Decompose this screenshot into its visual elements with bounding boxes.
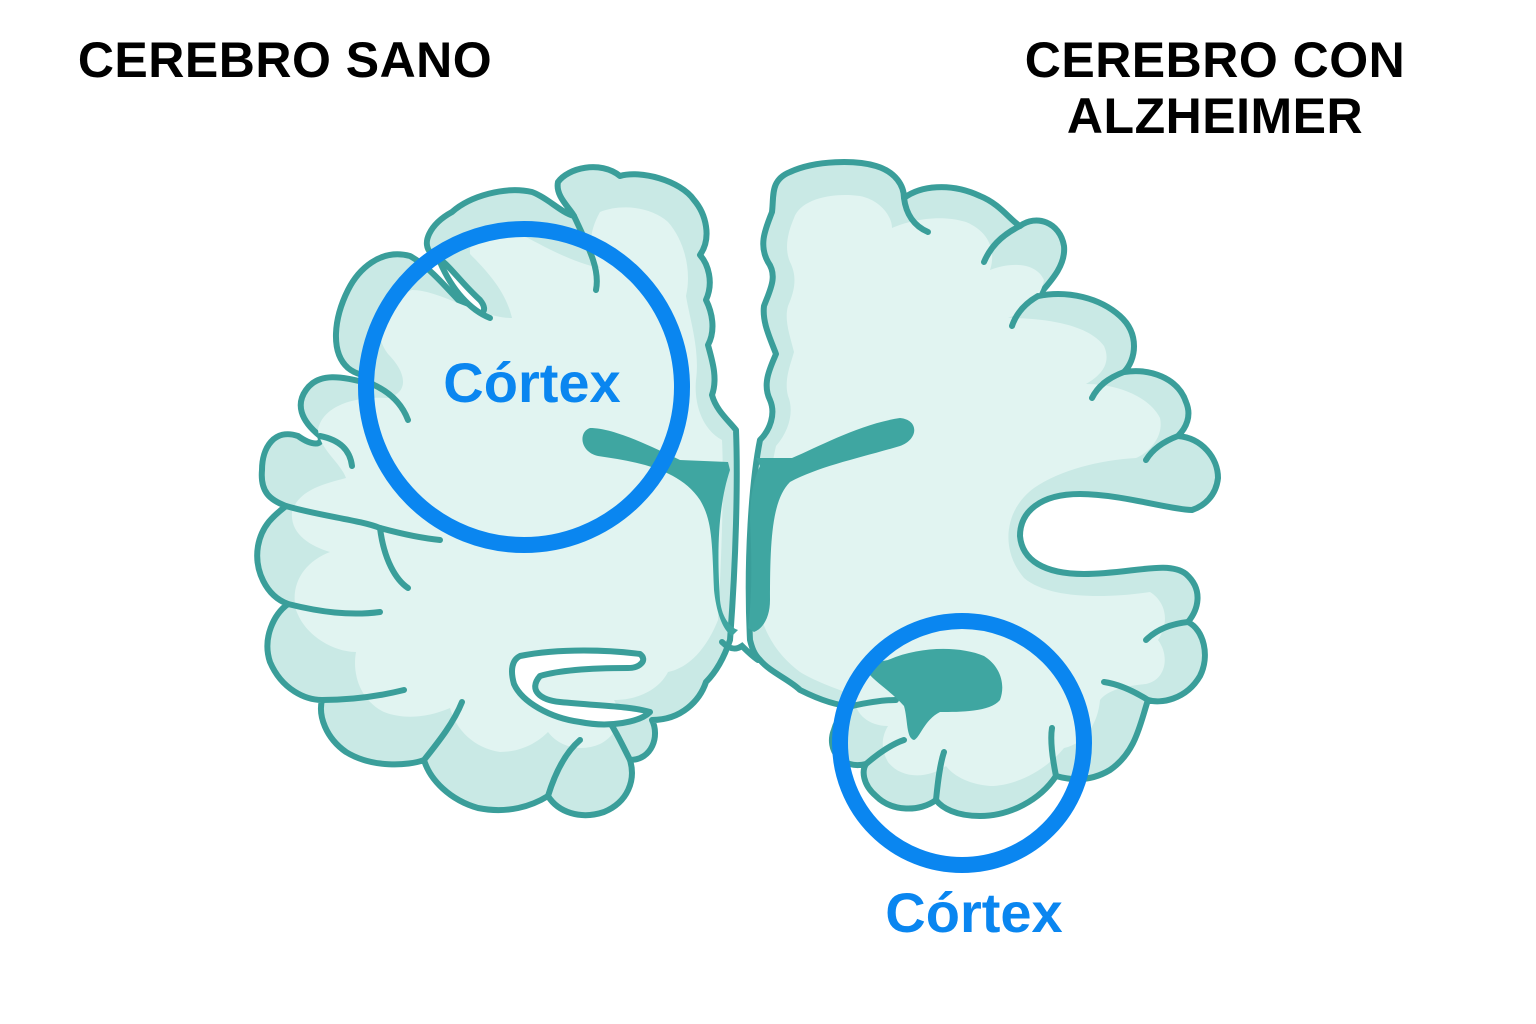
- alzheimer-sulci: [849, 195, 1191, 803]
- alzheimer-hemisphere: [745, 159, 1221, 819]
- cortex-label-healthy: Córtex: [443, 351, 620, 414]
- alzheimer-white-matter: [762, 194, 1165, 786]
- cortex-highlight-circle-alzheimer: [832, 613, 1092, 873]
- healthy-sulci: [283, 213, 633, 799]
- cortex-label-alzheimer: Córtex: [885, 881, 1062, 944]
- alzheimer-enlarged-ventricle: [866, 648, 1003, 740]
- alzheimer-ventricle: [748, 418, 915, 632]
- healthy-white-matter: [291, 207, 723, 752]
- healthy-hemisphere: [254, 164, 740, 819]
- healthy-ventricle: [582, 428, 738, 636]
- title-healthy-brain: CEREBRO SANO: [77, 32, 493, 88]
- title-alzheimer-brain: CEREBRO CON ALZHEIMER: [990, 32, 1440, 144]
- title-alzheimer-line1: CEREBRO CON: [1024, 32, 1406, 88]
- healthy-lateral-fissure: [509, 647, 653, 728]
- cortex-highlight-circle-healthy: [358, 221, 690, 553]
- midline-notch: [719, 639, 761, 663]
- title-alzheimer-line2: ALZHEIMER: [1066, 88, 1364, 144]
